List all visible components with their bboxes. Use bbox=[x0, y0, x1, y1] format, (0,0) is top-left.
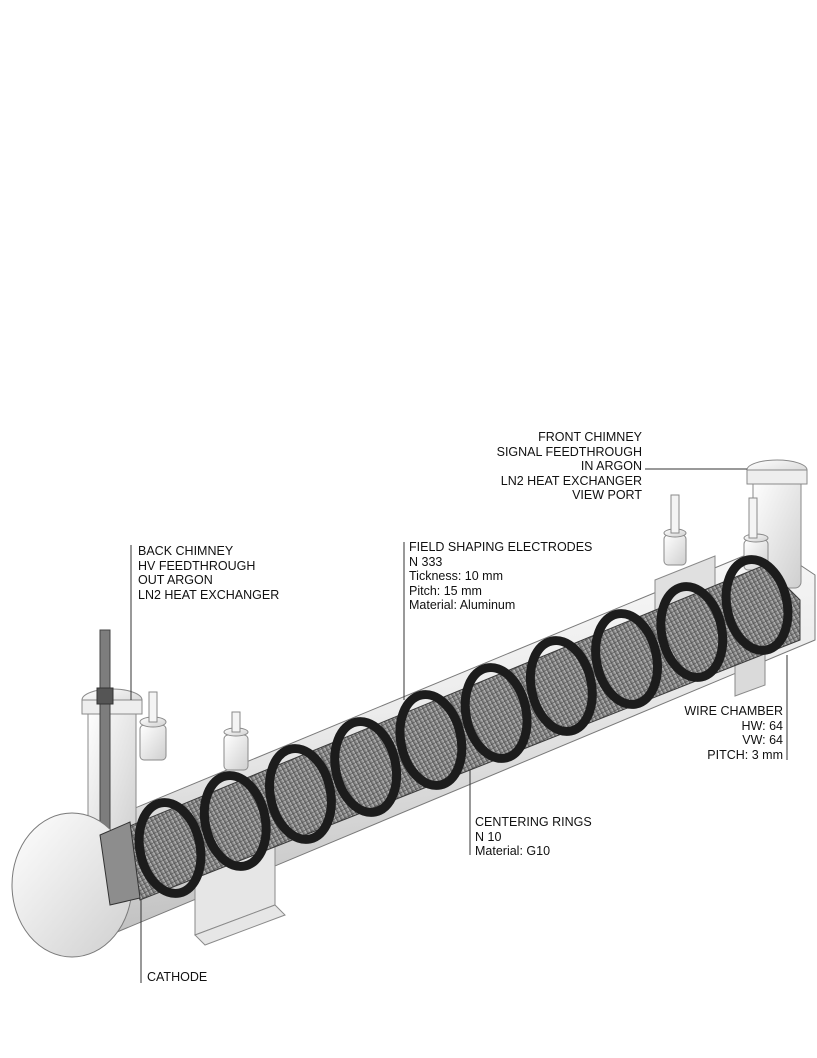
back-chimney-line-4: LN2 HEAT EXCHANGER bbox=[138, 587, 280, 602]
label-cathode: CATHODE bbox=[147, 970, 207, 985]
front-chimney-line-3: IN ARGON bbox=[580, 459, 642, 473]
centering-ring bbox=[591, 609, 662, 709]
centering-ring bbox=[265, 744, 336, 844]
label-front-chimney: FRONT CHIMNEY SIGNAL FEEDTHROUGH IN ARGO… bbox=[470, 430, 642, 503]
centering-ring bbox=[656, 582, 728, 682]
wire-chamber-pitch: PITCH: 3 mm bbox=[707, 747, 783, 762]
back-chimney-line-2: HV FEEDTHROUGH bbox=[138, 558, 256, 573]
label-centering-rings: CENTERING RINGS N 10 Material: G10 bbox=[475, 815, 592, 859]
front-chimney-line-2: SIGNAL FEEDTHROUGH bbox=[496, 444, 642, 459]
front-chimney-line-4: LN2 HEAT EXCHANGER bbox=[500, 473, 642, 488]
back-chimney bbox=[81, 629, 249, 846]
centering-ring bbox=[395, 690, 467, 790]
back-chimney-line-3: OUT ARGON bbox=[138, 573, 213, 587]
centering-rings bbox=[134, 555, 793, 898]
cathode-plate bbox=[99, 821, 141, 906]
field-shaping-thickness: Tickness: 10 mm bbox=[409, 569, 504, 583]
centering-ring bbox=[525, 636, 597, 736]
label-back-chimney: BACK CHIMNEY HV FEEDTHROUGH OUT ARGON LN… bbox=[138, 544, 279, 602]
centering-rings-count: N 10 bbox=[475, 829, 502, 844]
centering-ring bbox=[460, 663, 532, 763]
back-chimney-title: BACK CHIMNEY bbox=[138, 544, 234, 558]
front-chimney-line-5: VIEW PORT bbox=[572, 488, 642, 502]
centering-ring bbox=[330, 717, 402, 817]
field-shaping-title: FIELD SHAPING ELECTRODES bbox=[409, 540, 593, 554]
centering-ring bbox=[134, 798, 206, 898]
leader-lines bbox=[130, 468, 788, 983]
label-field-shaping-electrodes: FIELD SHAPING ELECTRODES N 333 Tickness:… bbox=[409, 540, 592, 613]
field-shaping-material: Material: Aluminum bbox=[409, 598, 516, 612]
cathode-title: CATHODE bbox=[147, 970, 208, 984]
wire-chamber-hw: HW: 64 bbox=[741, 718, 783, 733]
centering-rings-material: Material: G10 bbox=[475, 844, 551, 858]
wire-chamber-title: WIRE CHAMBER bbox=[684, 704, 783, 718]
field-shaping-pitch: Pitch: 15 mm bbox=[409, 583, 482, 598]
centering-rings-title: CENTERING RINGS bbox=[475, 815, 592, 829]
front-chimney-title: FRONT CHIMNEY bbox=[538, 430, 642, 444]
centering-ring bbox=[721, 555, 793, 655]
wire-chamber-vw: VW: 64 bbox=[742, 733, 783, 747]
field-shaping-count: N 333 bbox=[409, 554, 443, 569]
centering-ring bbox=[199, 771, 271, 871]
label-wire-chamber: WIRE CHAMBER HW: 64 VW: 64 PITCH: 3 mm bbox=[640, 704, 783, 762]
